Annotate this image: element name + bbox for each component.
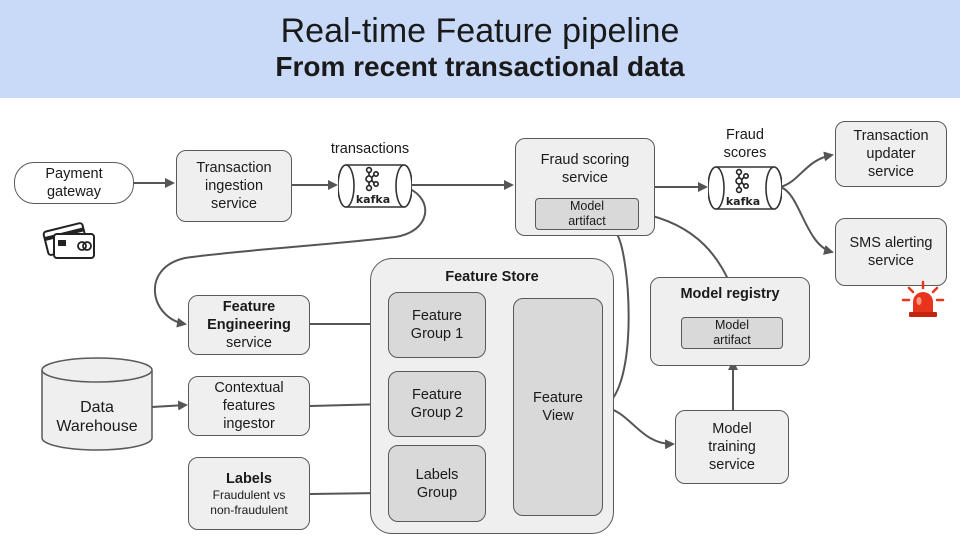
feature-view-node: Feature View (513, 298, 603, 516)
labels-group-node: Labels Group (388, 445, 486, 522)
fraud-scores-topic-label: Fraud scores (723, 127, 767, 161)
transaction-updater-node: Transaction updater service (835, 121, 947, 187)
sms-alerting-node: SMS alerting service (835, 218, 947, 286)
kafka-logo-text: kafka (356, 193, 390, 206)
payment-gateway-node: Payment gateway (14, 162, 134, 204)
labels-title: Labels (226, 470, 272, 487)
model-registry-artifact: Model artifact (681, 317, 783, 349)
fraud-scoring-model-artifact: Model artifact (535, 198, 639, 230)
feature-group-2-node: Feature Group 2 (388, 371, 486, 437)
fraud-scoring-model-artifact-label: Model artifact (568, 199, 606, 228)
feature-engineering-node: Feature Engineering service (188, 295, 310, 355)
kafka-icon: kafka (337, 161, 413, 216)
data-warehouse-label: Data Warehouse (56, 399, 138, 435)
page-title: Real-time Feature pipeline (280, 12, 680, 50)
arrow-kafka-to-sms-alerting (779, 186, 834, 255)
transaction-updater-label: Transaction updater service (853, 128, 929, 180)
arrow-warehouse-to-contextual (151, 400, 188, 411)
payment-gateway-label: Payment gateway (45, 166, 103, 200)
labels-group-label: Labels Group (415, 466, 459, 501)
feature-engineering-title: Feature Engineering (207, 299, 291, 333)
feature-engineering-sub: service (226, 335, 272, 351)
feature-group-1-label: Feature Group 1 (410, 308, 464, 342)
kafka-icon: kafka (707, 163, 783, 218)
credit-cards-icon (42, 220, 98, 267)
transaction-ingestion-node: Transaction ingestion service (176, 150, 292, 222)
contextual-features-node: Contextual features ingestor (188, 376, 310, 436)
model-registry-title: Model registry (680, 286, 780, 302)
feature-group-1-node: Feature Group 1 (388, 292, 486, 358)
contextual-features-label: Contextual features ingestor (214, 380, 284, 432)
transaction-ingestion-label: Transaction ingestion service (196, 160, 272, 212)
feature-store-title: Feature Store (445, 269, 539, 285)
data-warehouse-node (40, 356, 154, 457)
kafka-logo-text: kafka (726, 195, 760, 208)
siren-icon (900, 280, 946, 325)
model-training-label: Model training service (708, 421, 756, 473)
feature-group-2-label: Feature Group 2 (410, 387, 464, 421)
page-subtitle: From recent transactional data (275, 51, 685, 82)
arrow-kafka-to-transaction-updater (779, 151, 834, 188)
header-banner: Real-time Feature pipeline From recent t… (0, 0, 960, 98)
feature-view-label: Feature View (533, 390, 583, 424)
fraud-scoring-label: Fraud scoring service (540, 152, 630, 186)
labels-sub: Fraudulent vs non-fraudulent (210, 487, 288, 517)
transactions-topic-label: transactions (330, 141, 410, 157)
labels-node: Labels Fraudulent vs non-fraudulent (188, 457, 310, 530)
model-training-node: Model training service (675, 410, 789, 484)
model-registry-artifact-label: Model artifact (713, 318, 751, 347)
sms-alerting-label: SMS alerting service (849, 235, 933, 269)
arrow-kafka-to-feature-engineering (154, 187, 427, 328)
